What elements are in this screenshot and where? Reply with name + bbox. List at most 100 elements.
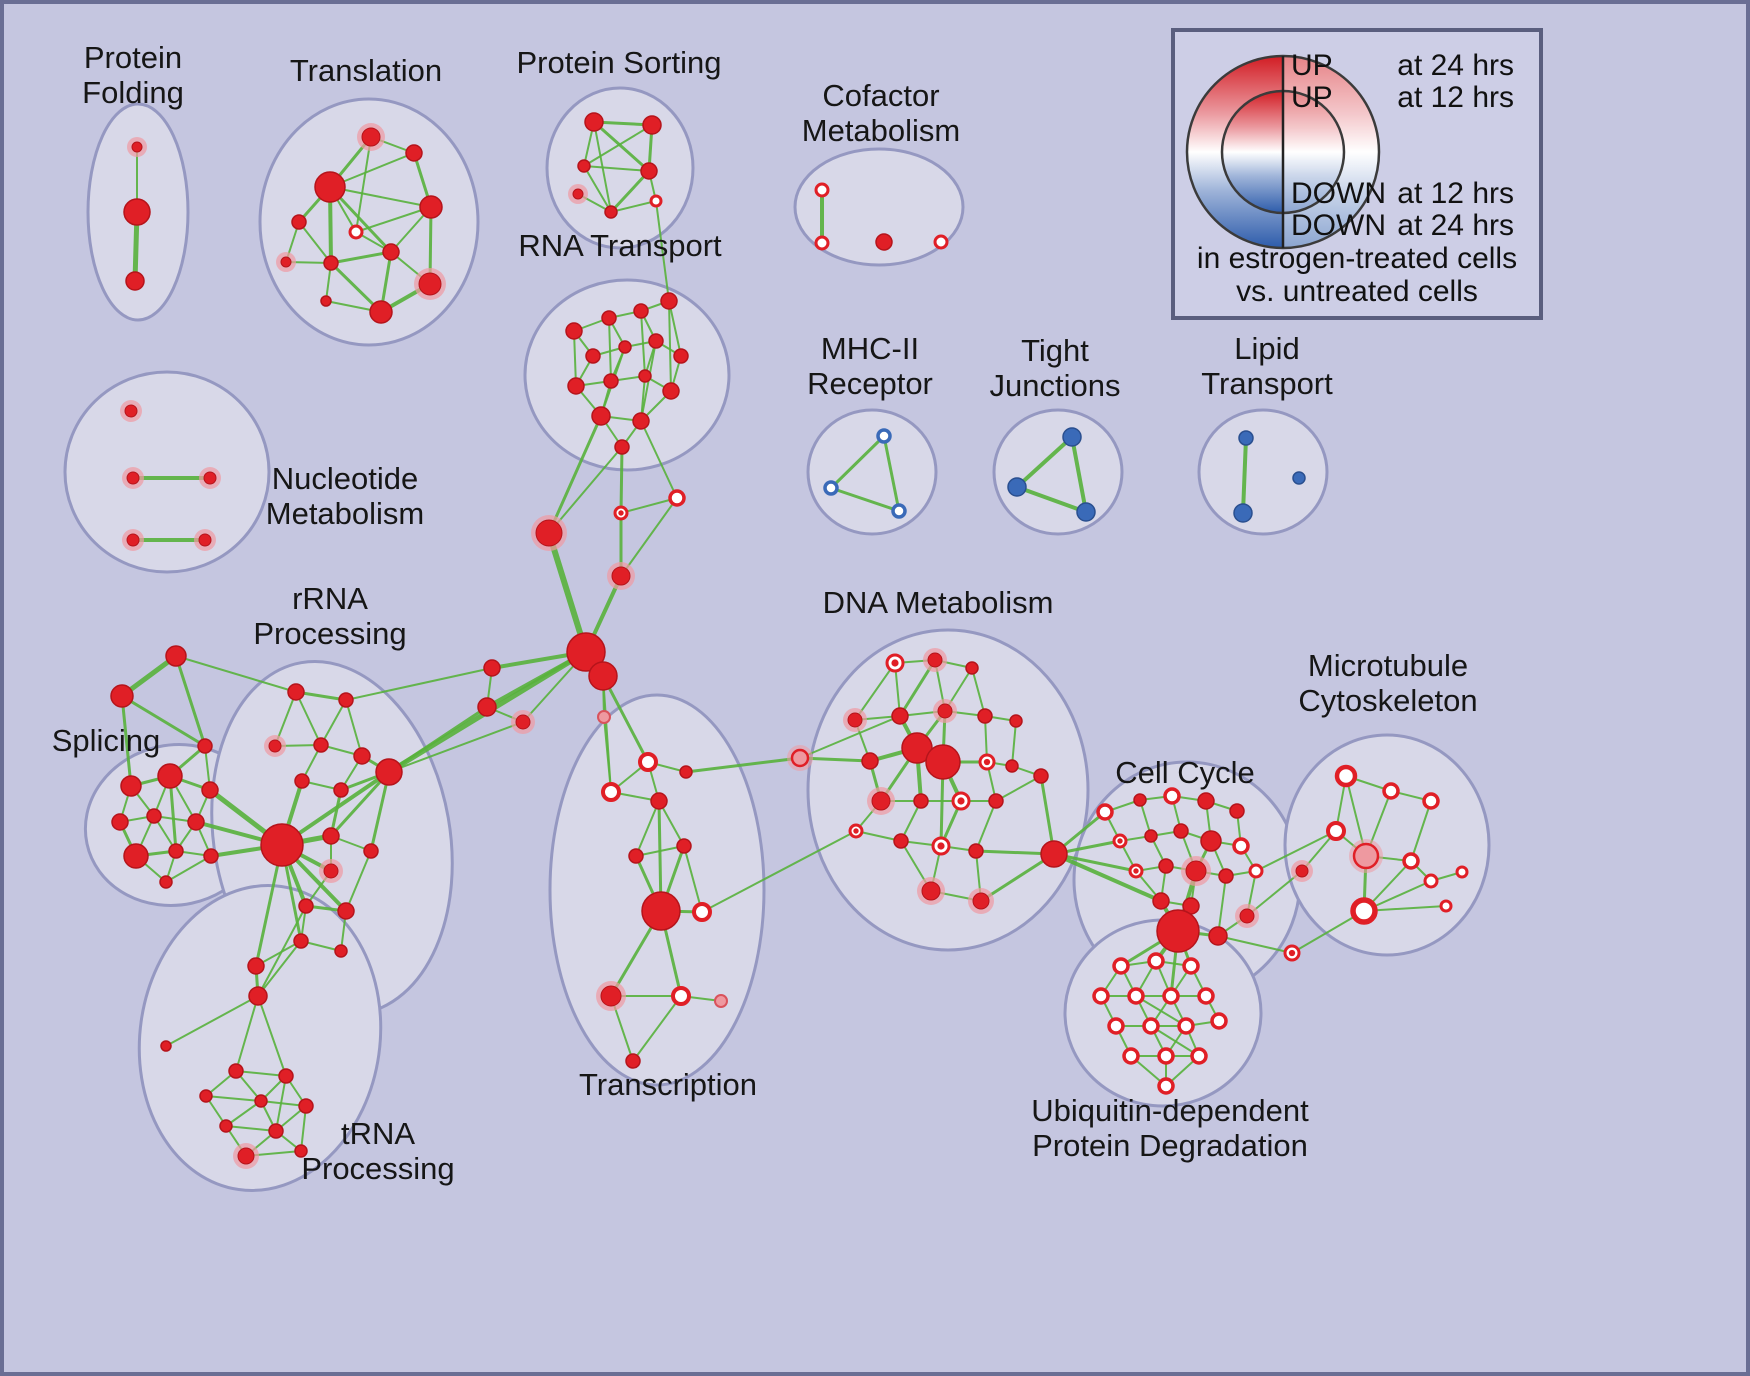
node-layer: [110, 112, 1469, 1169]
edge-rt2-rt10: [608, 317, 612, 382]
edge-hub2-ts1: [601, 674, 650, 764]
label-protein-sorting-line0: Protein Sorting: [516, 45, 721, 80]
node-cc13: [1181, 856, 1211, 886]
node-sp5: [146, 808, 162, 824]
node-ts12: [625, 1053, 641, 1069]
edge-ts4-pk1: [684, 756, 802, 774]
edge-tn8-tn9: [225, 1125, 277, 1132]
node-mc9: [1291, 860, 1313, 882]
node-tn11: [294, 1144, 308, 1158]
edge-ts10-ts12: [632, 995, 682, 1062]
node-cc18: [1156, 909, 1200, 953]
node-dm11: [925, 744, 961, 780]
node-ub6: [1162, 987, 1180, 1005]
node-rr9: [260, 823, 304, 867]
node-ts6: [676, 838, 692, 854]
node-rt7: [648, 333, 664, 349]
label-trna-processing-line0: tRNA: [341, 1116, 415, 1151]
node-ub11: [1210, 1012, 1228, 1030]
node-cc20: [1235, 904, 1259, 928]
node-rr1: [287, 683, 305, 701]
node-t6: [419, 195, 443, 219]
node-dm9: [861, 752, 879, 770]
node-ub8: [1107, 1017, 1125, 1035]
node-tj2: [1007, 477, 1027, 497]
node-tn7: [298, 1098, 314, 1114]
edge-tn5-tn6: [205, 1095, 262, 1102]
label-mhc-ii-receptor-line1: Receptor: [807, 366, 933, 401]
node-tn5: [199, 1089, 213, 1103]
label-rrna-processing-line1: Processing: [253, 616, 406, 651]
edge-ps6-ps7: [610, 200, 657, 213]
edge-dm8-dm13: [1011, 720, 1017, 767]
node-pk1: [787, 745, 813, 771]
node-ps4: [640, 162, 658, 180]
edge-tn4-tn9: [275, 1075, 287, 1132]
node-cc12: [1158, 858, 1174, 874]
edge-ps1-ps6: [593, 121, 612, 213]
node-rr13: [298, 898, 314, 914]
node-rr6: [375, 758, 403, 786]
cluster-cofactor-metabolism: [793, 147, 965, 267]
label-tight-junctions-line1: Junctions: [990, 368, 1121, 403]
node-cf4: [933, 234, 949, 250]
label-lipid-transport-line1: Transport: [1201, 366, 1333, 401]
node-ts0: [597, 710, 611, 724]
edge-cc15-mc4: [1255, 830, 1337, 872]
edge-ps3-ps4: [583, 165, 650, 172]
node-dm24: [968, 888, 994, 914]
edge-rt14-ch3: [640, 420, 678, 499]
node-cc10: [1232, 837, 1250, 855]
node-t7: [276, 252, 296, 272]
edge-rr2-rr4: [320, 699, 347, 746]
cluster-mhc-ii-receptor: [806, 408, 938, 536]
node-tn1: [248, 986, 268, 1006]
node-dm2: [923, 648, 947, 672]
node-mc5: [1349, 839, 1383, 873]
node-nm1: [120, 400, 142, 422]
edge-rr2-rr5: [345, 699, 363, 757]
node-tn10: [233, 1143, 259, 1169]
node-dm22: [968, 843, 984, 859]
node-t10: [414, 268, 446, 300]
node-t4: [291, 214, 307, 230]
node-ch3: [668, 489, 686, 507]
node-rt15: [614, 439, 630, 455]
node-sp3: [201, 781, 219, 799]
edge-dm3-dm7: [971, 667, 986, 717]
label-rrna-processing-line0: rRNA: [292, 581, 368, 616]
node-mcx: [1283, 944, 1301, 962]
edge-cn1-cc16: [1052, 852, 1163, 903]
node-ps3: [577, 159, 591, 173]
node-ub9: [1142, 1017, 1160, 1035]
node-nm5: [194, 529, 216, 551]
edge-ts5-ts6: [635, 845, 685, 857]
edge-ch1-ch3: [620, 497, 678, 514]
edge-ps2-ps3: [583, 124, 653, 167]
node-ts7: [641, 891, 681, 931]
node-rt11: [638, 369, 652, 383]
node-t5: [348, 224, 364, 240]
node-t1: [314, 171, 346, 203]
edge-dm24-cn1: [979, 852, 1056, 903]
edge-mh1-mh2: [829, 434, 886, 490]
node-ps2: [642, 115, 662, 135]
node-rr7: [294, 773, 310, 789]
node-rr12: [363, 843, 379, 859]
node-sa2: [110, 684, 134, 708]
node-rt12: [662, 382, 680, 400]
label-cofactor-metabolism-line0: Cofactor: [822, 78, 939, 113]
node-sa1: [165, 645, 187, 667]
legend-row-2-dir: DOWN: [1291, 177, 1386, 210]
node-ts2: [601, 782, 621, 802]
node-dm20: [893, 833, 909, 849]
edge-rr1-rr4: [295, 691, 322, 746]
edge-t1-t6: [329, 186, 432, 208]
node-dm12: [978, 753, 996, 771]
node-dm3: [965, 661, 979, 675]
label-tight-junctions-line0: Tight: [1021, 333, 1089, 368]
node-ub13: [1157, 1047, 1175, 1065]
label-microtubule-cytoskeleton-line1: Cytoskeleton: [1298, 683, 1477, 718]
label-protein-folding-line1: Folding: [82, 75, 184, 110]
